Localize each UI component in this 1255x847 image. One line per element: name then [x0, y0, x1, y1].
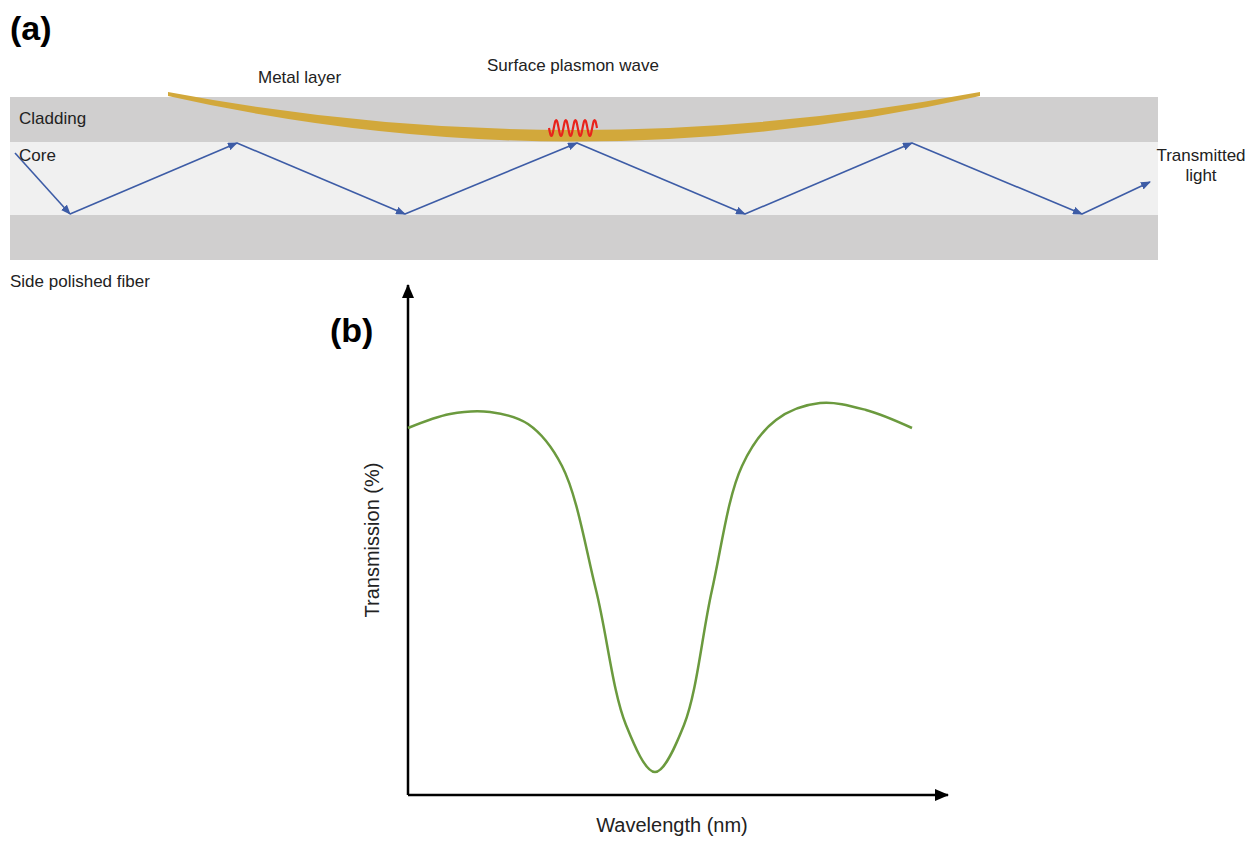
- part-label: Transmitted light: [1151, 146, 1251, 187]
- ray-segment: [237, 143, 405, 214]
- part-label: Metal layer: [258, 68, 341, 88]
- ray-segment: [70, 143, 237, 214]
- core-band: [10, 142, 1158, 215]
- x-axis: [408, 794, 948, 797]
- panel-letter: (a): [10, 8, 52, 49]
- ray-segment: [577, 143, 745, 214]
- figure-note: Side polished fiber: [10, 272, 150, 292]
- panel-letter: (b): [330, 310, 373, 351]
- surface-plasmon-wave: [549, 120, 597, 136]
- ray-segment: [1082, 182, 1150, 214]
- ray-segment: [912, 143, 1082, 214]
- light-rays: [15, 143, 1150, 214]
- part-label: Surface plasmon wave: [487, 56, 659, 76]
- metal-layer: [168, 92, 980, 142]
- ray-segment: [745, 143, 912, 214]
- cladding-band: Cladding: [10, 97, 1158, 142]
- transmission-curve: [408, 403, 912, 772]
- band-label: Cladding: [19, 109, 1158, 129]
- lower-cladding: [10, 215, 1158, 260]
- core-band: Core: [10, 142, 1158, 215]
- axis-title: Wavelength (nm): [596, 813, 748, 837]
- band-label: Core: [19, 146, 1158, 166]
- ray-segment: [405, 143, 577, 214]
- y-axis: [407, 285, 410, 795]
- axis-title: Transmission (%): [360, 463, 384, 618]
